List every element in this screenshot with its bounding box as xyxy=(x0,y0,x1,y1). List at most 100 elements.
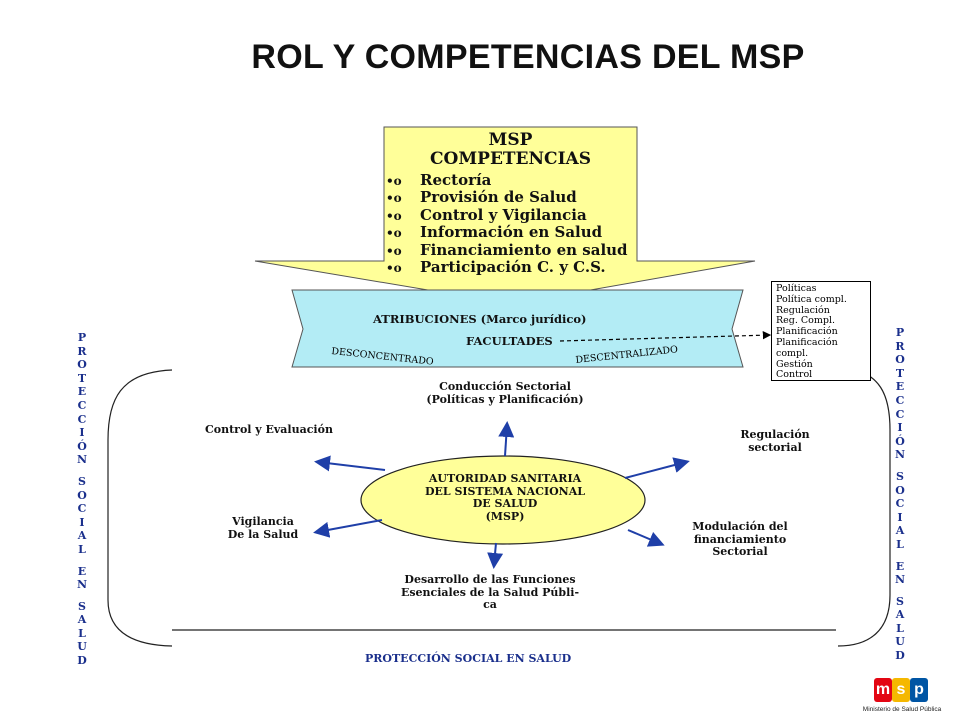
side-letter: S xyxy=(896,469,904,483)
side-letter: N xyxy=(894,573,906,587)
side-letter: D xyxy=(895,649,905,663)
side-letter: O xyxy=(895,483,905,497)
side-letter: N xyxy=(76,453,88,467)
side-letter: L xyxy=(78,542,86,556)
side-letter: C xyxy=(895,393,905,407)
side-letter: O xyxy=(77,358,87,372)
competencias-header-2: COMPETENCIAS xyxy=(430,149,591,169)
side-letter: O xyxy=(77,488,87,502)
side-letter xyxy=(890,587,910,595)
side-letter: L xyxy=(78,626,86,640)
side-letter: A xyxy=(895,524,905,538)
autoridad-ellipse xyxy=(360,455,646,545)
side-letter: P xyxy=(77,331,87,344)
desarrollo-label: Desarrollo de las Funciones Esenciales d… xyxy=(400,573,580,611)
arrow-to-modulacion xyxy=(627,529,665,547)
side-letter: E xyxy=(77,385,87,399)
side-letter: C xyxy=(77,398,87,412)
vigilancia-label: Vigilancia De la Salud xyxy=(227,515,299,541)
autoridad-label: AUTORIDAD SANITARIA DEL SISTEMA NACIONAL… xyxy=(424,472,586,523)
side-letter: C xyxy=(77,502,87,516)
facultad-item: Planificación xyxy=(776,336,838,348)
side-letter: R xyxy=(895,339,905,353)
side-letter: U xyxy=(895,635,905,649)
left-bracket xyxy=(107,369,173,647)
arrow-to-vigilancia xyxy=(313,519,383,538)
side-letter: U xyxy=(77,640,87,654)
arrow-to-desarrollo xyxy=(487,542,504,569)
side-letter: S xyxy=(78,474,86,488)
side-letter: L xyxy=(896,537,904,551)
regulacion-label: Regulación sectorial xyxy=(740,428,810,454)
side-letter: T xyxy=(77,371,87,385)
facultad-item: Regulación xyxy=(776,304,830,316)
side-letter: A xyxy=(895,608,905,622)
control-label: Control y Evaluación xyxy=(205,423,333,436)
proteccion-social-label: PROTECCIÓN SOCIAL EN SALUD xyxy=(365,652,572,665)
facultad-item: Políticas xyxy=(776,283,817,294)
side-letter: A xyxy=(77,613,87,627)
arrow-to-control xyxy=(314,455,386,472)
side-letter: P xyxy=(895,326,905,339)
slide-title: ROL Y COMPETENCIAS DEL MSP xyxy=(251,38,805,76)
side-letter: E xyxy=(895,559,905,573)
side-letter: E xyxy=(77,564,87,578)
side-letter: Ó xyxy=(77,439,87,453)
side-letter: E xyxy=(895,380,905,394)
right-bracket xyxy=(837,367,891,647)
competencias-arrow-shape xyxy=(254,126,756,305)
facultad-item: Política compl. xyxy=(776,293,847,305)
side-letter: I xyxy=(79,515,85,529)
side-letter xyxy=(890,462,910,470)
side-letter xyxy=(890,552,910,560)
side-letter: I xyxy=(897,510,903,524)
atribuciones-title: ATRIBUCIONES (Marco jurídico) xyxy=(373,312,587,326)
facultades-list-box: Políticas Política compl. Regulación Reg… xyxy=(771,281,871,381)
facultad-item: Planificación xyxy=(776,326,838,338)
arrow-to-regulacion xyxy=(624,457,690,479)
side-letter: I xyxy=(897,421,903,435)
atribuciones-band-shape xyxy=(291,289,744,368)
side-letter: A xyxy=(77,529,87,543)
msp-logo-caption: Ministerio de Salud Pública xyxy=(862,706,942,713)
side-letter xyxy=(72,557,92,565)
side-letter: T xyxy=(895,366,905,380)
side-letter: N xyxy=(76,578,88,592)
side-letter xyxy=(72,467,92,475)
side-letter: S xyxy=(78,599,86,613)
arrow-to-conduccion xyxy=(498,421,515,457)
facultad-item: Control xyxy=(776,369,813,381)
logo-letter-s: s xyxy=(892,678,910,702)
side-letter xyxy=(72,592,92,600)
side-letter: R xyxy=(77,344,87,358)
side-letter: O xyxy=(895,353,905,367)
side-letter: C xyxy=(77,412,87,426)
facultad-item: Reg. Compl. xyxy=(776,315,836,327)
facultad-item: Gestión xyxy=(776,358,813,370)
facultad-item: compl. xyxy=(776,347,809,359)
side-letter: I xyxy=(79,426,85,440)
modulacion-label: Modulación del financiamiento Sectorial xyxy=(692,520,788,558)
logo-letter-p: p xyxy=(910,678,928,702)
side-letter: C xyxy=(895,407,905,421)
logo-letter-m: m xyxy=(874,678,892,702)
side-letter: C xyxy=(895,497,905,511)
competencias-header-1: MSP xyxy=(488,130,533,150)
facultades-dashed-connector xyxy=(559,331,772,342)
conduccion-label: Conducción Sectorial (Políticas y Planif… xyxy=(426,380,584,406)
side-letter: N xyxy=(894,448,906,462)
side-letter: L xyxy=(896,621,904,635)
facultades-label: FACULTADES xyxy=(466,334,553,348)
side-letter: S xyxy=(896,594,904,608)
